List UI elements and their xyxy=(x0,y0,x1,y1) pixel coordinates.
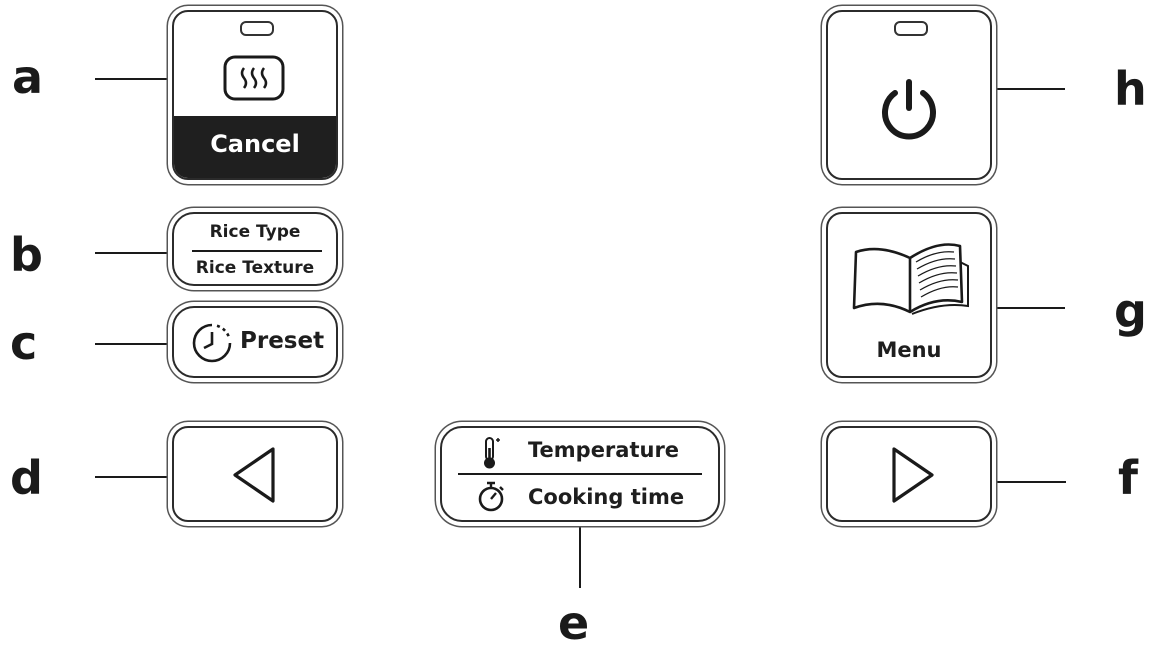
callout-letter-b: b xyxy=(10,228,43,282)
stopwatch-icon xyxy=(476,480,506,512)
open-book-icon xyxy=(850,238,972,318)
leader-line-h xyxy=(965,88,1065,90)
rice-texture-label: Rice Texture xyxy=(195,258,315,278)
callout-letter-g: g xyxy=(1114,284,1147,338)
callout-letter-c: c xyxy=(10,316,38,370)
cancel-band: Cancel xyxy=(174,116,336,178)
temperature-cooking-time-button[interactable]: Temperature Cooking time xyxy=(440,426,720,522)
preset-button[interactable]: Preset xyxy=(172,306,338,378)
power-icon xyxy=(878,78,940,142)
right-triangle-icon xyxy=(888,445,938,505)
rice-divider xyxy=(192,250,322,252)
callout-letter-d: d xyxy=(10,451,43,505)
clock-icon xyxy=(190,321,234,365)
indicator-light xyxy=(240,21,274,36)
leader-line-c xyxy=(95,343,205,345)
temperature-label: Temperature xyxy=(528,438,680,462)
cancel-label: Cancel xyxy=(210,130,300,158)
cooking-time-label: Cooking time xyxy=(528,485,685,509)
menu-label: Menu xyxy=(876,338,942,362)
callout-letter-h: h xyxy=(1114,62,1147,116)
callout-letter-e: e xyxy=(558,596,590,650)
leader-line-a xyxy=(95,78,215,80)
temp-time-divider xyxy=(458,473,702,475)
callout-letter-f: f xyxy=(1118,451,1139,505)
preset-label: Preset xyxy=(240,328,325,354)
leader-line-d xyxy=(95,476,195,478)
menu-button[interactable]: Menu xyxy=(826,212,992,378)
keep-warm-cancel-button[interactable]: Cancel xyxy=(172,10,338,180)
steam-icon xyxy=(222,52,286,104)
leader-line-e xyxy=(579,508,581,588)
right-arrow-button[interactable] xyxy=(826,426,992,522)
rice-type-label: Rice Type xyxy=(209,222,301,242)
left-triangle-icon xyxy=(229,445,279,505)
thermometer-icon xyxy=(480,436,502,470)
left-arrow-button[interactable] xyxy=(172,426,338,522)
leader-line-g xyxy=(945,307,1065,309)
leader-line-f xyxy=(966,481,1066,483)
power-button[interactable] xyxy=(826,10,992,180)
callout-letter-a: a xyxy=(12,50,44,104)
rice-type-texture-button[interactable]: Rice Type Rice Texture xyxy=(172,212,338,286)
power-indicator-light xyxy=(894,21,928,36)
